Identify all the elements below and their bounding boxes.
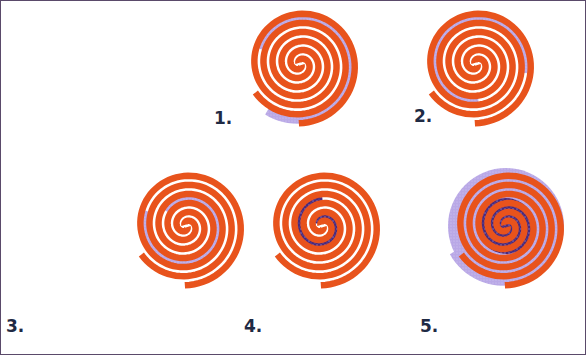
spiral-arm	[460, 176, 560, 285]
spiral-arm	[430, 14, 530, 123]
spiral-arm	[277, 185, 367, 276]
spiral-arm	[141, 185, 231, 276]
spiral-arm	[431, 23, 521, 114]
spiral-arm	[276, 176, 376, 285]
callout-number: 2.	[414, 108, 432, 125]
spiral-arm	[255, 23, 345, 114]
spiral-arm	[254, 14, 354, 123]
spiral-arm	[140, 176, 240, 285]
callout-number: 1.	[214, 110, 232, 127]
callout-number: 5.	[420, 318, 438, 335]
callout-number: 3.	[6, 318, 24, 335]
spiral-arm	[461, 185, 551, 276]
callout-number: 4.	[244, 318, 262, 335]
